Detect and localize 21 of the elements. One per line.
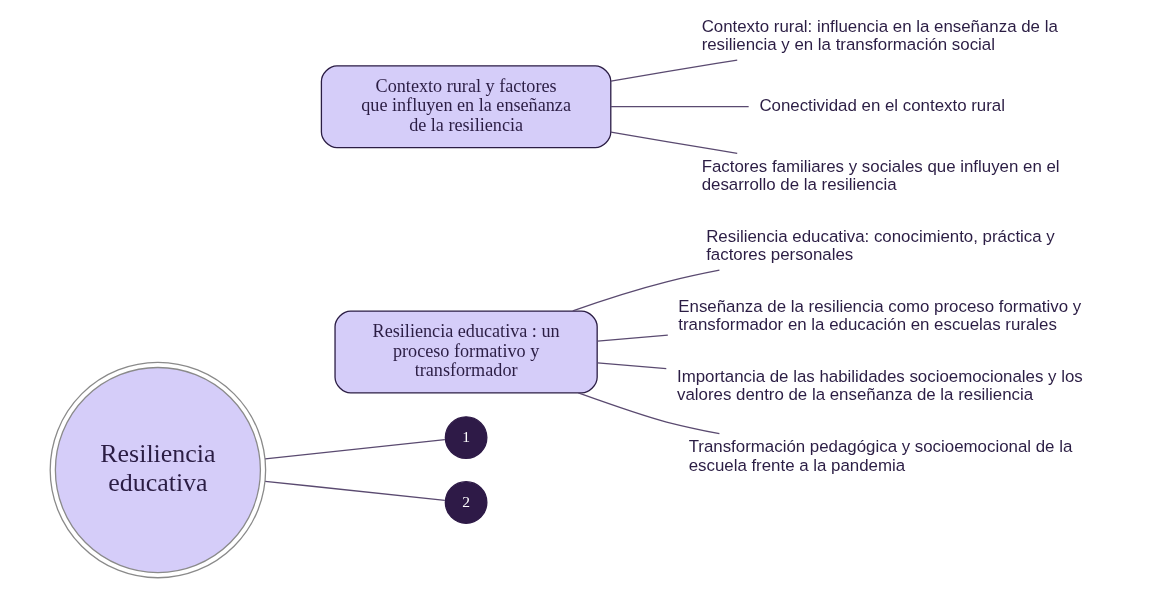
node-circle: 2 [444,481,487,524]
node-box: Contexto rural y factores que influyen en la enseñanza de la resiliencia [320,65,611,149]
node-text: Conectividad en el contexto rural [758,96,1005,116]
connector [609,131,738,154]
connector [264,439,446,460]
connector [264,480,446,501]
connector [609,106,749,108]
node-circle: 1 [444,416,487,459]
node-text: Contexto rural: influencia en la enseñanza de la resiliencia y en la transformación social [701,16,1058,55]
node-text: Factores familiares y sociales que influyen en el desarrollo de la resiliencia [701,157,1060,195]
connector [596,362,667,370]
connector [571,269,720,312]
node-text: Transformación pedagógica y socioemocional de la escuela frente a la pandemia [688,437,1072,475]
connector [577,392,720,435]
node-circle: Resiliencia educativa [49,361,266,579]
node-text: Enseñanza de la resiliencia como proceso formativo y transformador en la educación en escuelas rurales [677,297,1081,335]
connector [609,59,738,82]
node-box: Resiliencia educativa : un proceso formativo y transformador [333,310,598,394]
node-text: Resiliencia educativa: conocimiento, práctica y factores personales [705,227,1055,265]
node-text: Importancia de las habilidades socioemocionales y los valores dentro de la enseñanza de la resiliencia [676,367,1083,405]
connector [596,334,668,342]
